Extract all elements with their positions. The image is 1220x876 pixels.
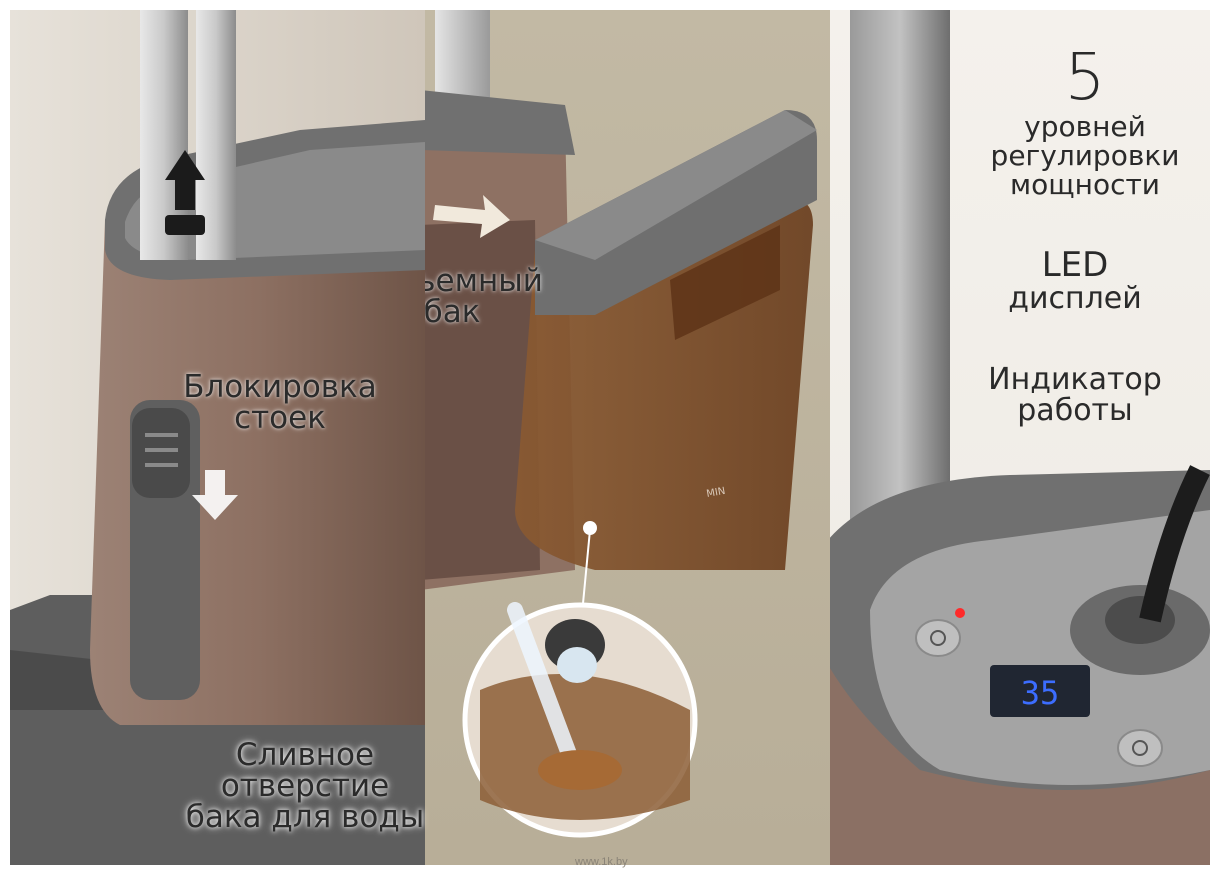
power-button[interactable] (915, 619, 961, 657)
mode-button[interactable] (1117, 729, 1163, 767)
base-illustration (10, 10, 425, 865)
panel-base-view: Блокировка стоек (10, 10, 425, 865)
watermark: www.1k.by (575, 856, 628, 868)
indicator-light (955, 608, 965, 618)
led-display (990, 665, 1090, 717)
tank-illustration: MIN (425, 10, 817, 838)
panel-tank-view: MIN Съемный бак (425, 10, 830, 865)
label-removable-tank: Съемный бак (425, 263, 543, 330)
power-levels-number: 5 (1064, 41, 1106, 115)
control-illustration: 35 (830, 10, 1210, 865)
label-led-display: LED дисплей (1008, 245, 1142, 317)
led-display-reading: 35 (1021, 674, 1060, 712)
label-drain-hole: Сливное отверстие бака для воды (185, 737, 425, 835)
label-power-levels: уровней регулировки мощности (990, 110, 1180, 202)
tank-min-mark: MIN (706, 486, 727, 500)
panel-control-view: 35 (830, 10, 1210, 865)
label-work-indicator: Индикатор работы (988, 362, 1162, 429)
label-pole-lock: Блокировка стоек (183, 369, 377, 436)
